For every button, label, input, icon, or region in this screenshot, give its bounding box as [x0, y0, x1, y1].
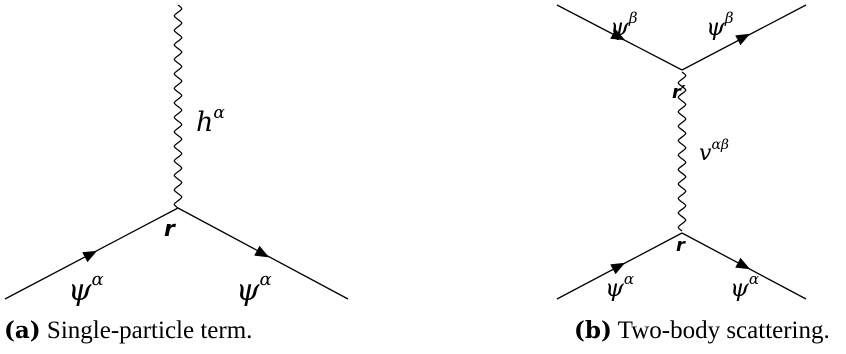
caption-a-tag: (a) [4, 317, 41, 344]
caption-b-text: Two-body scattering. [617, 317, 830, 344]
boson-label-h: hα [196, 103, 225, 138]
outgoing-label-psi: ψα [236, 269, 272, 308]
boson-label-v: vαβ [699, 137, 729, 166]
boson-propagator-h [173, 4, 183, 209]
top-outgoing-fermion-line [681, 4, 807, 71]
boson-propagator-v [677, 71, 687, 232]
bottom-incoming-label-psi: ψα [605, 270, 634, 302]
incoming-label-psi: ψα [68, 269, 104, 308]
vertex-label-r: r [164, 217, 176, 242]
vertex-label-r: r [676, 235, 686, 256]
diagram-b: ψβ ψβ r′ vαβ r ψα ψα [556, 4, 807, 302]
caption-b-tag: (b) [574, 317, 612, 344]
bottom-outgoing-label-psi: ψα [730, 270, 759, 302]
vertex-label-r-prime: r′ [672, 82, 686, 103]
caption-a: (a) Single-particle term. [4, 317, 252, 345]
top-incoming-label-psi: ψβ [610, 9, 638, 41]
caption-a-text: Single-particle term. [46, 317, 253, 344]
caption-b: (b) Two-body scattering. [574, 317, 830, 345]
diagram-a: hα r ψα ψα [4, 4, 349, 308]
top-outgoing-label-psi: ψβ [706, 9, 734, 41]
